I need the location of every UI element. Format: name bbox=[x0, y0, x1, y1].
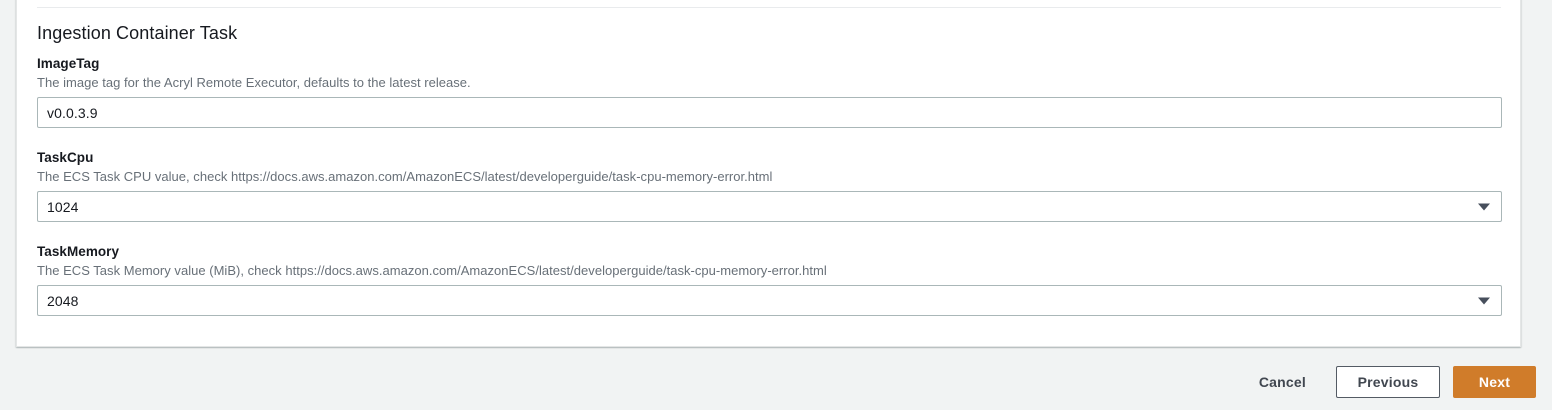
field-label-imagetag: ImageTag bbox=[37, 56, 100, 71]
taskmemory-select-value: 2048 bbox=[47, 292, 79, 309]
field-label-taskcpu: TaskCpu bbox=[37, 150, 94, 165]
section-title: Ingestion Container Task bbox=[37, 23, 238, 43]
form-field-imagetag: ImageTag The image tag for the Acryl Rem… bbox=[37, 55, 1502, 128]
field-label-taskmemory: TaskMemory bbox=[37, 244, 120, 259]
taskcpu-select[interactable]: 1024 bbox=[37, 191, 1502, 222]
taskcpu-select-value: 1024 bbox=[47, 198, 79, 215]
form-field-taskmemory: TaskMemory The ECS Task Memory value (Mi… bbox=[37, 243, 1502, 316]
parameters-card: Ingestion Container Task ImageTag The im… bbox=[16, 0, 1521, 347]
imagetag-input-value: v0.0.3.9 bbox=[47, 104, 98, 121]
chevron-down-icon bbox=[1478, 203, 1490, 210]
field-description-taskmemory: The ECS Task Memory value (MiB), check h… bbox=[37, 263, 827, 278]
section-divider bbox=[37, 7, 1501, 8]
wizard-footer-actions: Cancel Previous Next bbox=[1243, 366, 1536, 398]
taskmemory-select[interactable]: 2048 bbox=[37, 285, 1502, 316]
imagetag-input[interactable]: v0.0.3.9 bbox=[37, 97, 1502, 128]
cancel-button[interactable]: Cancel bbox=[1243, 366, 1322, 398]
next-button[interactable]: Next bbox=[1453, 366, 1536, 398]
form-field-taskcpu: TaskCpu The ECS Task CPU value, check ht… bbox=[37, 149, 1502, 222]
field-description-taskcpu: The ECS Task CPU value, check https://do… bbox=[37, 169, 773, 184]
previous-button[interactable]: Previous bbox=[1336, 366, 1440, 398]
field-description-imagetag: The image tag for the Acryl Remote Execu… bbox=[37, 75, 471, 90]
chevron-down-icon bbox=[1478, 297, 1490, 304]
